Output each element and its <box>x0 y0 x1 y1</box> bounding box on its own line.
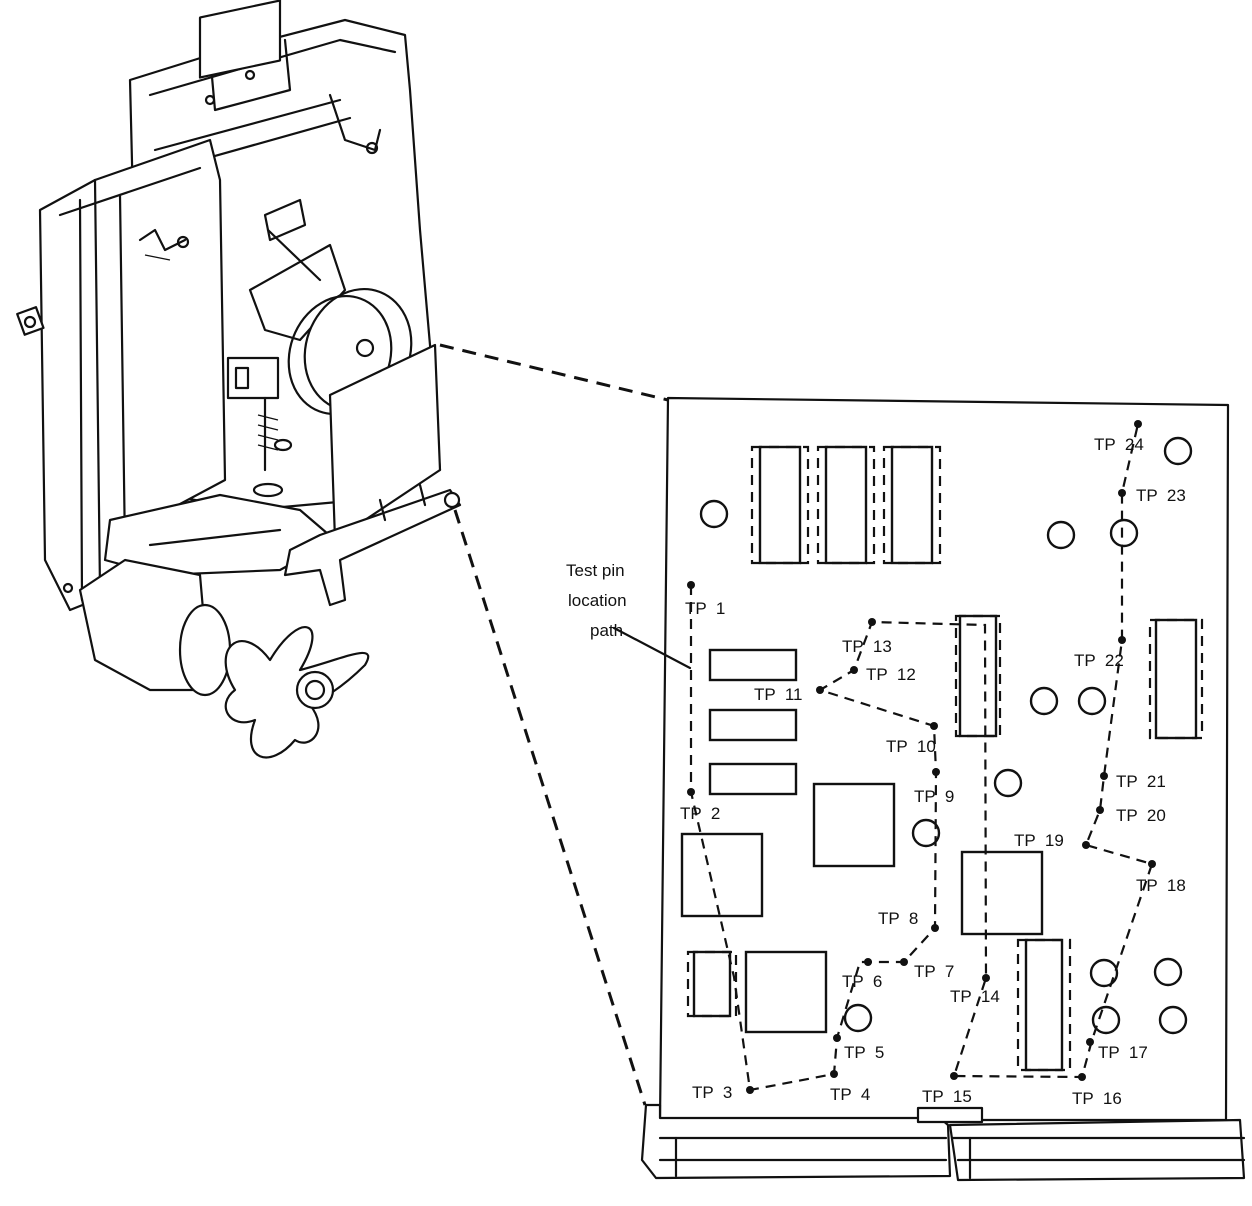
tp-label-5: TP 5 <box>844 1043 884 1062</box>
ic-bottom-left-small <box>686 950 738 1018</box>
tp-label-24: TP 24 <box>1094 435 1144 454</box>
callout-line-2: location <box>568 591 627 610</box>
tp-label-19: TP 19 <box>1014 831 1064 850</box>
test-pin-path <box>687 420 1156 1094</box>
projection-lines <box>439 343 669 1106</box>
callout: Test pin location path <box>566 561 692 670</box>
tp-label-16: TP 16 <box>1072 1089 1122 1108</box>
tp-label-3: TP 3 <box>692 1083 732 1102</box>
circuit-board <box>640 396 1246 1182</box>
tp-label-2: TP 2 <box>680 804 720 823</box>
ic-right-tall <box>1148 618 1204 740</box>
ic-bottom-right-tall <box>1016 938 1072 1072</box>
tp-label-9: TP 9 <box>914 787 954 806</box>
tp-label-21: TP 21 <box>1116 772 1166 791</box>
tp-label-15: TP 15 <box>922 1087 972 1106</box>
tp-label-23: TP 23 <box>1136 486 1186 505</box>
tp-label-4: TP 4 <box>830 1085 870 1104</box>
tp-label-13: TP 13 <box>842 637 892 656</box>
ic-top-2 <box>816 445 876 565</box>
tp-label-10: TP 10 <box>886 737 936 756</box>
callout-line-1: Test pin <box>566 561 625 580</box>
tp-label-17: TP 17 <box>1098 1043 1148 1062</box>
mechanical-assembly <box>16 0 462 759</box>
ic-middle-tall <box>954 614 1002 738</box>
tp-label-7: TP 7 <box>914 962 954 981</box>
tp-label-8: TP 8 <box>878 909 918 928</box>
tp-label-20: TP 20 <box>1116 806 1166 825</box>
tp-label-6: TP 6 <box>842 972 882 991</box>
tp-label-18: TP 18 <box>1136 876 1186 895</box>
tp-label-14: TP 14 <box>950 987 1000 1006</box>
tp-label-11: TP 11 <box>754 685 803 704</box>
ic-top-1 <box>750 445 810 565</box>
ic-top-3 <box>882 445 942 565</box>
tp-label-1: TP 1 <box>685 599 725 618</box>
callout-line-3: path <box>590 621 623 640</box>
tp-label-22: TP 22 <box>1074 651 1124 670</box>
tp-label-12: TP 12 <box>866 665 916 684</box>
test-point-labels: TP 1 TP 2 TP 3 TP 4 TP 5 TP 6 TP 7 TP 8 … <box>680 435 1186 1108</box>
